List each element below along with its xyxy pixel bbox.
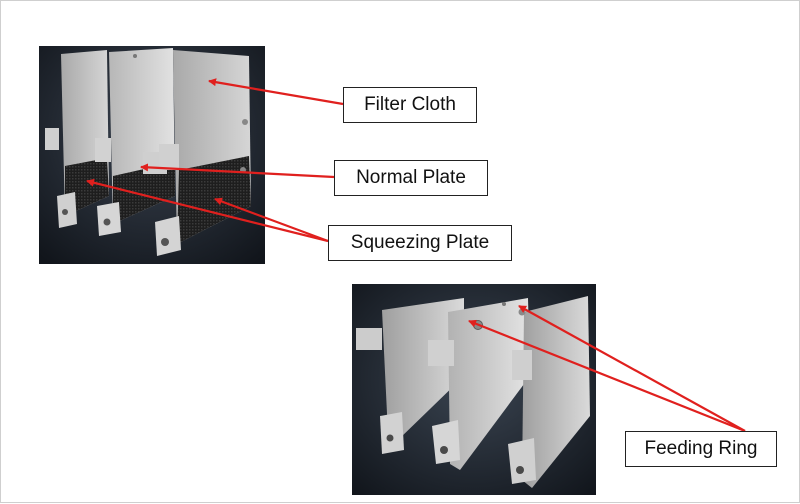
- feeding-ring-label: Feeding Ring: [625, 431, 777, 467]
- normal-plate-label: Normal Plate: [334, 160, 488, 196]
- filter-cloth-label: Filter Cloth: [343, 87, 477, 123]
- filter-plates-photo: [39, 46, 265, 264]
- squeezing-plate-label: Squeezing Plate: [328, 225, 512, 261]
- feeding-ring-plates-photo: [352, 284, 596, 495]
